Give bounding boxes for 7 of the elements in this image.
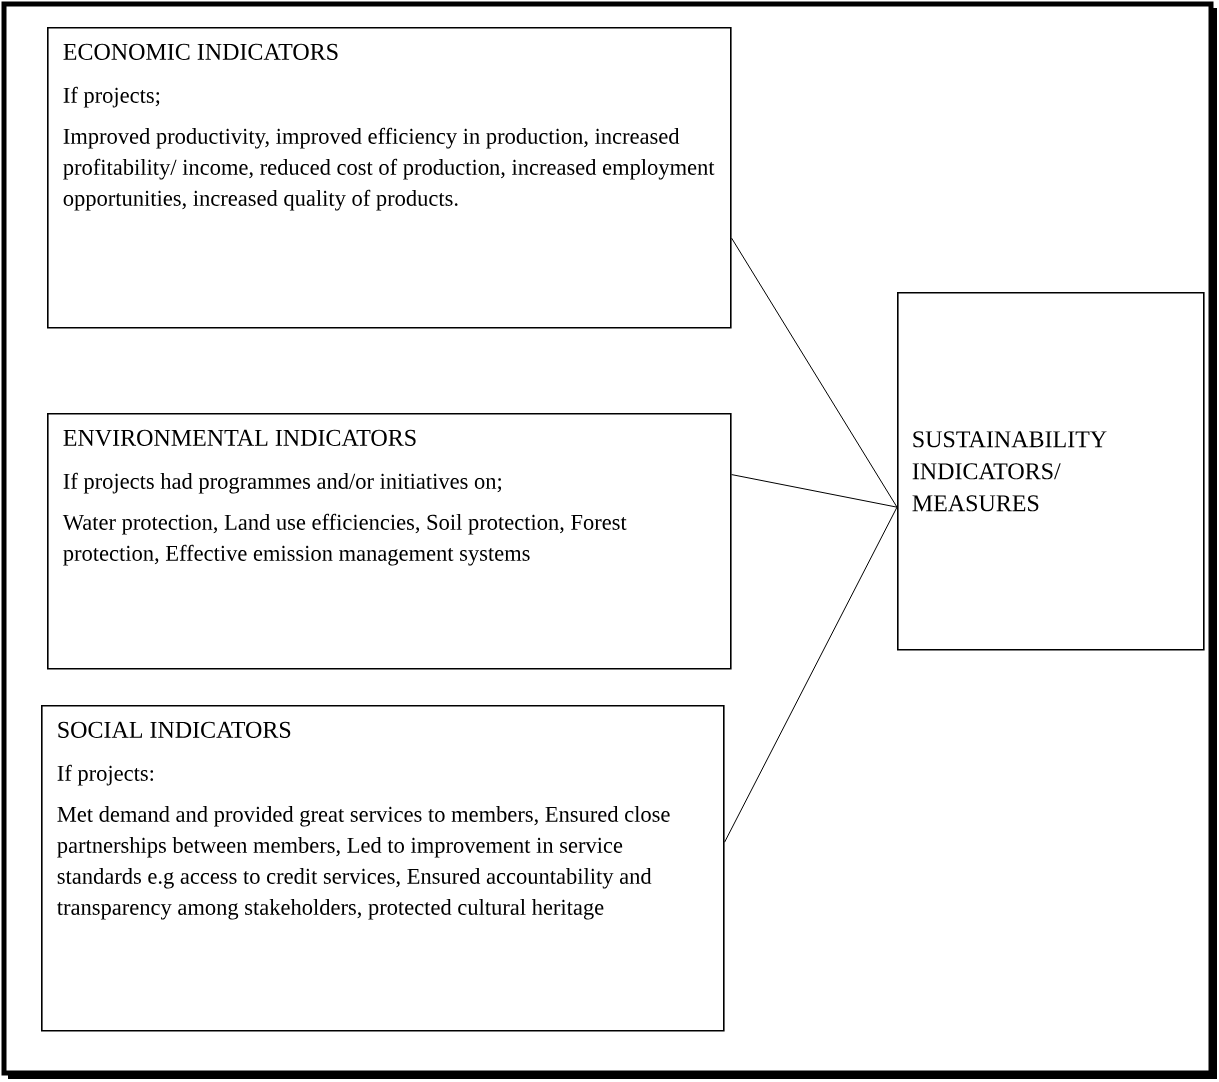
indicator-box: ENVIRONMENTAL INDICATORS If projects had programmes and/or initiatives on; Water protection, Land use efficiencies, Soil protection, Forest protection, Effective emission management systems <box>47 413 732 670</box>
indicator-box: ECONOMIC INDICATORS If projects; Improved productivity, improved efficiency in production, increased profitability/ income, reduced cost of production, increased employment opportunities, increased quality of products. <box>47 27 732 329</box>
connector-line <box>724 506 898 843</box>
connector-line <box>731 237 898 508</box>
indicator-box: SOCIAL INDICATORS If projects: Met demand and provided great services to members, Ensured close partnerships between members, Led to improvement in service standards e.g access to credit services, Ensured accountability and transparency among stakeholders, protected cultural heritage <box>41 705 725 1032</box>
connector-line <box>731 474 898 508</box>
result-box: SUSTAINABILITY INDICATORS/ MEASURES <box>897 292 1205 651</box>
